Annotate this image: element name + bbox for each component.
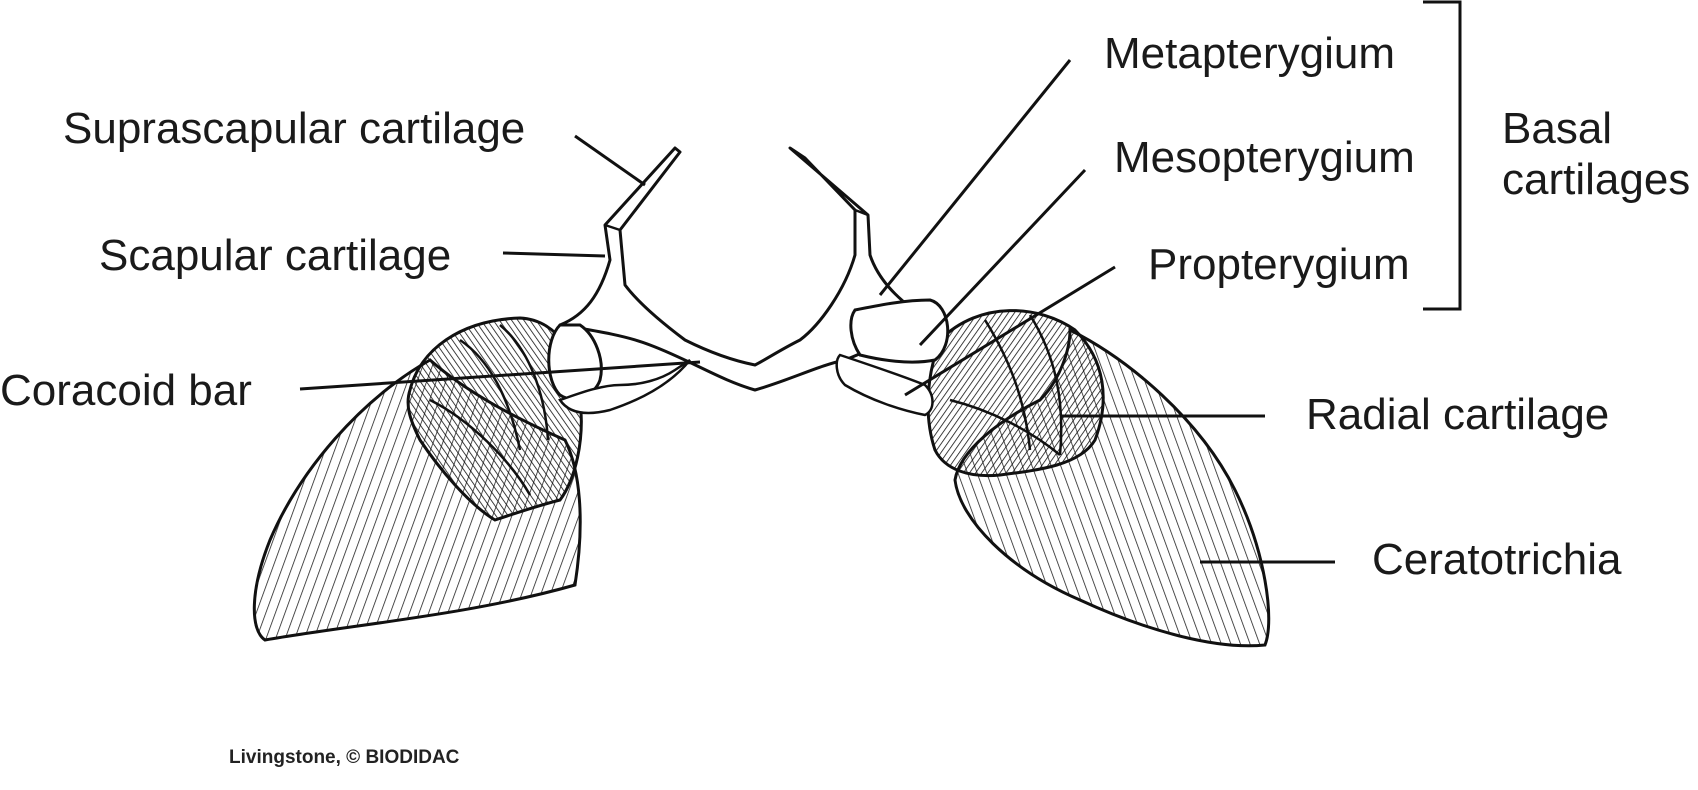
- label-suprascapular-cartilage: Suprascapular cartilage: [63, 104, 526, 153]
- leader-suprascapular: [574, 134, 646, 187]
- credit-text: Livingstone, © BIODIDAC: [229, 747, 460, 768]
- label-coracoid-bar: Coracoid bar: [0, 366, 252, 415]
- leader-mesopterygium: [918, 168, 1087, 347]
- basal-bracket: [1423, 0, 1462, 311]
- label-radial-cartilage: Radial cartilage: [1306, 390, 1610, 439]
- label-propterygium: Propterygium: [1148, 240, 1410, 289]
- label-cartilages: cartilages: [1502, 155, 1691, 204]
- label-mesopterygium: Mesopterygium: [1114, 133, 1415, 182]
- leader-propterygium: [904, 265, 1116, 397]
- right-fin-radials: [926, 309, 1105, 478]
- left-propterygium: [558, 358, 691, 415]
- label-basal: Basal: [1502, 104, 1613, 153]
- leader-scapular: [502, 251, 606, 258]
- leader-metapterygium: [878, 59, 1072, 296]
- leader-coracoid: [299, 360, 701, 391]
- right-propterygium: [835, 353, 934, 417]
- right-mesopterygium: [849, 298, 950, 364]
- label-metapterygium: Metapterygium: [1104, 29, 1396, 78]
- label-scapular-cartilage: Scapular cartilage: [99, 231, 452, 280]
- left-fin-radials: [406, 316, 583, 522]
- label-ceratotrichia: Ceratotrichia: [1372, 535, 1622, 584]
